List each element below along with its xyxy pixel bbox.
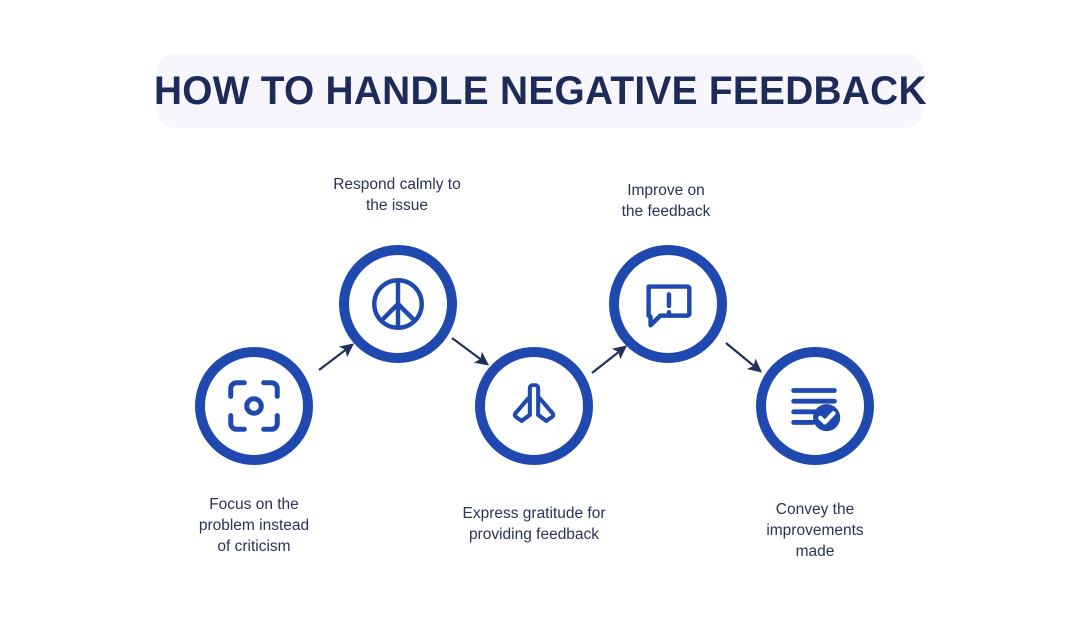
step-caption-3: Express gratitude for providing feedback bbox=[462, 505, 606, 544]
checklist-check-icon bbox=[784, 375, 846, 437]
step-ring-5 bbox=[756, 347, 874, 465]
step-caption-1: Focus on the problem instead of criticis… bbox=[198, 496, 310, 556]
step-ring-3 bbox=[475, 347, 593, 465]
step-node-2[interactable] bbox=[339, 245, 457, 363]
focus-target-icon bbox=[223, 375, 285, 437]
step-node-5[interactable] bbox=[756, 347, 874, 465]
step-caption-5: Convey the improvements made bbox=[766, 501, 864, 561]
step-node-1[interactable] bbox=[195, 347, 313, 465]
praying-hands-icon bbox=[503, 375, 565, 437]
step-caption-4: Improve on the feedback bbox=[621, 182, 711, 221]
step-node-4[interactable] bbox=[609, 245, 727, 363]
page-title: How to handle negative feedback bbox=[153, 68, 927, 113]
step-node-3[interactable] bbox=[475, 347, 593, 465]
step-caption-2: Respond calmly to the issue bbox=[333, 176, 461, 215]
peace-sign-icon bbox=[367, 273, 429, 335]
title-banner: How to handle negative feedback bbox=[153, 54, 927, 128]
step-ring-1 bbox=[195, 347, 313, 465]
speech-bubble-exclamation-icon bbox=[637, 273, 699, 335]
